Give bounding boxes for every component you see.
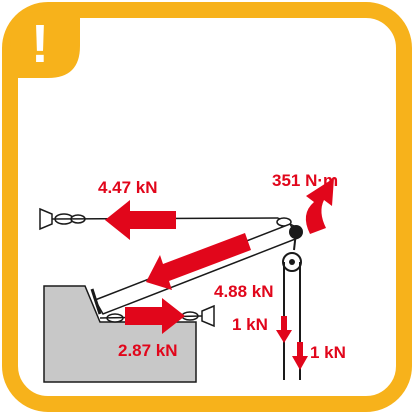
warning-tab	[10, 10, 80, 78]
arrow-top-line-force	[105, 200, 176, 240]
arrow-rope-right-force	[292, 342, 308, 370]
label-boom-force: 4.88 kN	[214, 282, 274, 301]
label-moment-force: 351 N·m	[272, 171, 338, 190]
warning-exclamation-icon: !	[31, 14, 49, 74]
label-rope-left-force: 1 kN	[232, 315, 268, 334]
arrow-bottom-line-force	[125, 298, 185, 334]
label-rope-right-force: 1 kN	[310, 343, 346, 362]
arrow-moment-force	[305, 178, 334, 234]
wall-block	[43, 285, 197, 383]
label-bottom-line-force: 2.87 kN	[118, 341, 178, 360]
label-top-line-force: 4.47 kN	[98, 178, 158, 197]
arrow-boom-force	[146, 233, 251, 290]
arrow-rope-left-force	[276, 316, 292, 343]
